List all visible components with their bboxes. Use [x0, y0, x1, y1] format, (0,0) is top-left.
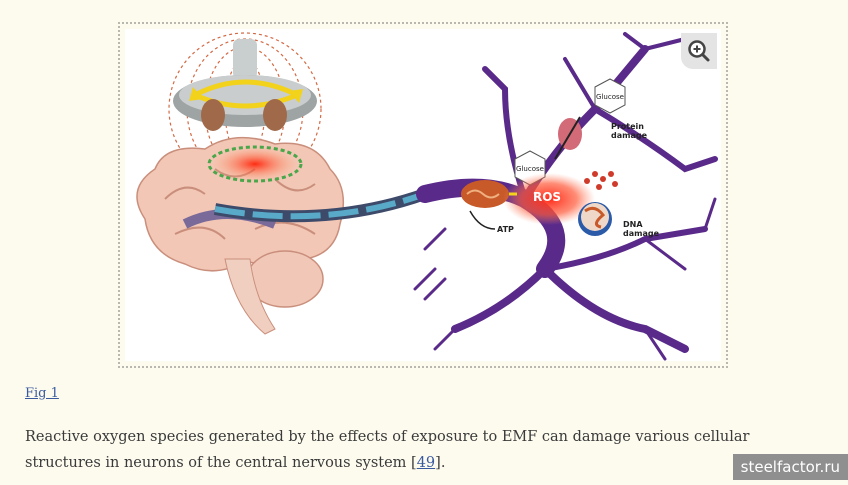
- brain: [136, 136, 345, 335]
- atp-arrow: [469, 210, 496, 230]
- figure-link[interactable]: Fig 1: [25, 386, 59, 401]
- tms-coil: [173, 39, 317, 131]
- figure-caption: Reactive oxygen species generated by the…: [25, 424, 815, 476]
- reference-link[interactable]: 49: [416, 455, 436, 471]
- molecule-cluster: [584, 171, 618, 190]
- mitochondrion: [461, 180, 509, 208]
- caption-end: ].: [435, 455, 446, 471]
- ros-glow: [503, 173, 595, 225]
- zoom-in-button[interactable]: [681, 33, 717, 69]
- glucose-top-hexagon: Glucose: [594, 78, 626, 114]
- axon-bundle: [213, 188, 427, 223]
- nucleus: [578, 202, 612, 236]
- ros-label: ROS: [533, 190, 561, 204]
- atp-label: ATP: [497, 225, 514, 234]
- glucose-top-label: Glucose: [596, 93, 624, 101]
- glucose-mid-label: Glucose: [516, 165, 544, 173]
- protein-structure: [554, 116, 582, 160]
- caption-text: Reactive oxygen species generated by the…: [25, 429, 750, 471]
- zoom-in-icon: [688, 40, 710, 62]
- site-watermark: steelfactor.ru: [732, 454, 848, 480]
